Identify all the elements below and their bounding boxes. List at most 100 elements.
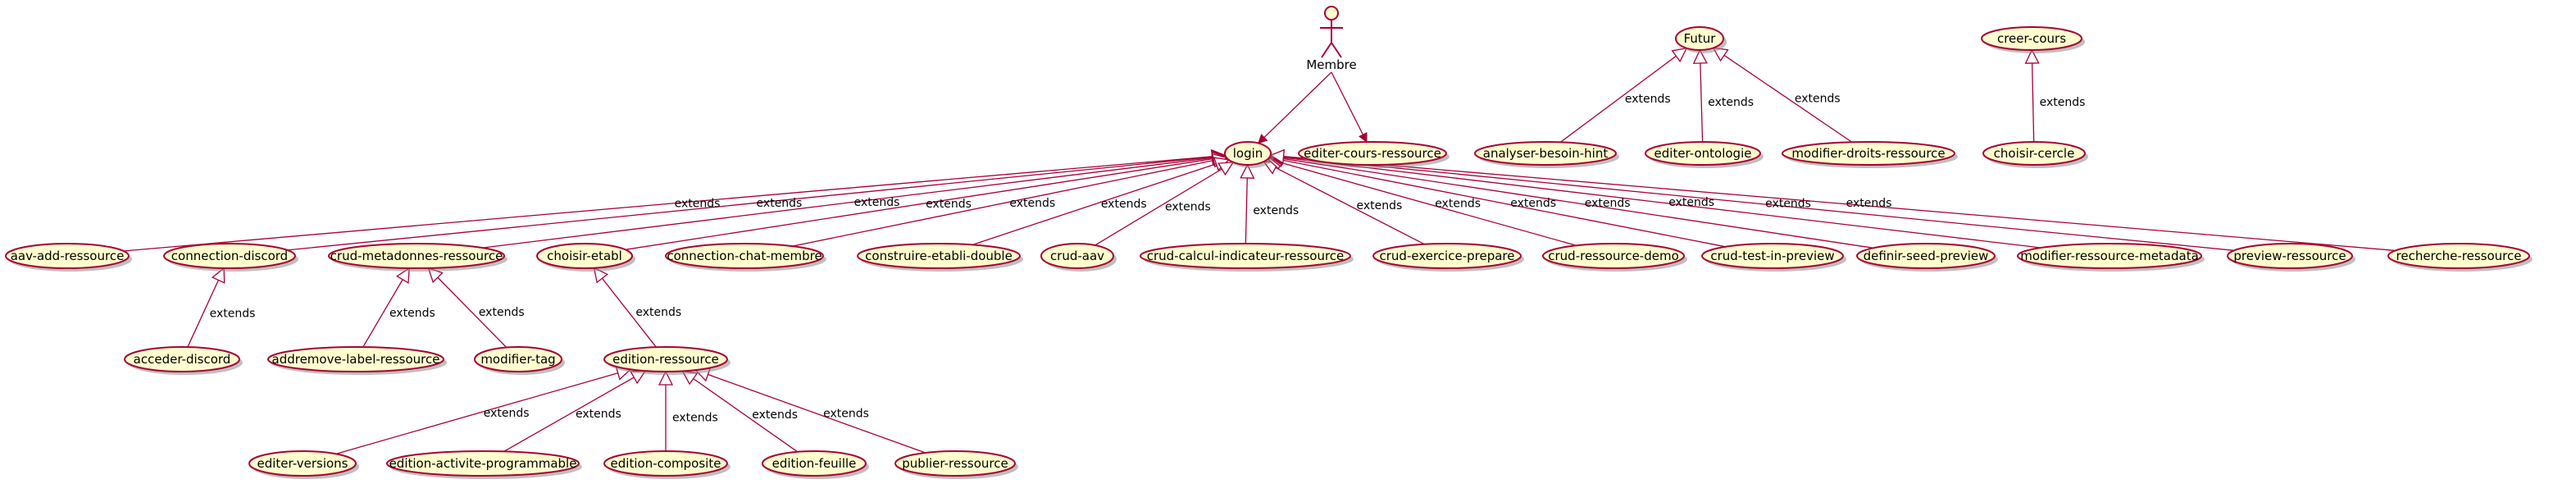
usecase-modifier-tag[interactable]: modifier-tag (474, 346, 565, 375)
extends-line (503, 377, 635, 452)
extends-line (625, 157, 1213, 250)
usecase-edition-activite-programmable[interactable]: edition-activite-programmable (386, 450, 582, 479)
usecase-addremove-label-ressource[interactable]: addremove-label-ressource (267, 346, 447, 375)
usecase-label: edition-ressource (612, 352, 719, 367)
usecase-ellipse[interactable] (1856, 243, 1996, 269)
usecase-ellipse[interactable] (1981, 26, 2082, 51)
usecase-crud-test-in-preview[interactable]: crud-test-in-preview (1701, 243, 1846, 272)
usecase-ellipse[interactable] (603, 450, 728, 477)
usecase-ellipse[interactable] (762, 450, 867, 477)
usecase-ellipse[interactable] (474, 346, 562, 372)
usecase-ellipse[interactable] (1474, 141, 1617, 166)
extends-line (1245, 177, 1248, 244)
usecase-label: crud-calcul-indicateur-ressource (1147, 249, 1345, 263)
usecase-ellipse[interactable] (857, 243, 1021, 269)
usecase-label: creer-cours (1997, 31, 2066, 46)
usecase-creer-cours[interactable]: creer-cours (1981, 26, 2085, 53)
usecase-ellipse[interactable] (1140, 243, 1351, 269)
usecase-label: addremove-label-ressource (272, 352, 440, 367)
usecase-ellipse[interactable] (1675, 26, 1724, 51)
usecase-ellipse[interactable] (267, 346, 444, 372)
usecase-choisir-cercle[interactable]: choisir-cercle (1982, 141, 2088, 168)
extends-line (482, 157, 1213, 249)
usecase-definir-seed-preview[interactable]: definir-seed-preview (1856, 243, 1998, 272)
usecase-acceder-discord[interactable]: acceder-discord (124, 346, 243, 375)
extends-line (1281, 159, 1726, 248)
usecase-edition-composite[interactable]: edition-composite (603, 450, 730, 479)
usecase-construire-etabli-double[interactable]: construire-etabli-double (857, 243, 1023, 272)
usecase-label: edition-activite-programmable (389, 456, 577, 471)
usecase-label: editer-versions (257, 456, 348, 471)
usecase-recherche-ressource[interactable]: recherche-ressource (2387, 243, 2533, 272)
edge-labels-layer: extends extends extends extends extends exten… (210, 92, 2086, 424)
usecase-ellipse[interactable] (2387, 243, 2530, 269)
usecase-choisir-etabl[interactable]: choisir-etabl (536, 243, 635, 272)
usecase-ellipse[interactable] (5, 243, 130, 269)
extends-edge (1269, 148, 2396, 252)
usecase-modifier-ressource-metadata[interactable]: modifier-ressource-metadata (2017, 243, 2205, 272)
extends-label: extends (1795, 92, 1841, 105)
generalization-arrowhead (1671, 47, 1688, 62)
usecase-futur[interactable]: Futur (1675, 26, 1727, 53)
extends-edge (1095, 162, 1235, 246)
extends-label: extends (1708, 96, 1754, 109)
extends-label: extends (1765, 197, 1811, 210)
generalization-arrowhead (658, 370, 674, 386)
extends-line (123, 156, 1213, 252)
extends-edge (1240, 163, 1255, 244)
usecase-ellipse[interactable] (1372, 243, 1522, 269)
usecase-ellipse[interactable] (386, 450, 580, 477)
usecase-ellipse[interactable] (1224, 141, 1272, 166)
extends-line (187, 280, 220, 348)
usecase-ellipse[interactable] (1298, 141, 1447, 166)
usecase-analyser-besoin-hint[interactable]: analyser-besoin-hint (1474, 141, 1619, 168)
usecase-ellipse[interactable] (1645, 141, 1761, 166)
usecase-label: crud-aav (1050, 249, 1104, 263)
usecase-ellipse[interactable] (1701, 243, 1844, 269)
usecase-crud-exercice-prepare[interactable]: crud-exercice-prepare (1372, 243, 1524, 272)
usecase-editer-ontologie[interactable]: editer-ontologie (1645, 141, 1764, 168)
usecase-modifier-droits-ressource[interactable]: modifier-droits-ressource (1782, 141, 1958, 168)
usecase-publier-ressource[interactable]: publier-ressource (894, 450, 1018, 479)
usecase-ellipse[interactable] (1542, 243, 1685, 269)
usecase-ellipse[interactable] (124, 346, 240, 372)
usecase-connection-chat-membre[interactable]: connection-chat-membre (665, 243, 826, 272)
extends-line (1723, 54, 1853, 143)
usecase-crud-metadonnes-ressource[interactable]: crud-metadonnes-ressource (328, 243, 507, 272)
usecase-label: crud-metadonnes-ressource (330, 249, 503, 263)
usecase-aav-add-ressource[interactable]: aav-add-ressource (5, 243, 132, 272)
usecase-ellipse[interactable] (894, 450, 1016, 477)
usecase-ellipse[interactable] (1982, 141, 2086, 166)
usecase-crud-calcul-indicateur-ressource[interactable]: crud-calcul-indicateur-ressource (1140, 243, 1354, 272)
usecase-editer-versions[interactable]: editer-versions (248, 450, 359, 479)
extends-line (1283, 156, 2235, 251)
usecase-label: aav-add-ressource (11, 249, 125, 263)
usecase-crud-ressource-demo[interactable]: crud-ressource-demo (1542, 243, 1687, 272)
usecase-preview-ressource[interactable]: preview-ressource (2227, 243, 2355, 272)
extends-line (708, 373, 926, 454)
generalization-arrowhead (593, 267, 608, 284)
usecase-ellipse[interactable] (2227, 243, 2353, 269)
usecase-connection-discord[interactable]: connection-discord (163, 243, 298, 272)
extends-label: extends (479, 306, 525, 319)
usecase-edition-ressource[interactable]: edition-ressource (603, 346, 730, 375)
usecase-ellipse[interactable] (1040, 243, 1114, 269)
usecase-crud-aav[interactable]: crud-aav (1040, 243, 1117, 272)
usecase-login[interactable]: login (1224, 141, 1274, 168)
usecase-ellipse[interactable] (163, 243, 296, 269)
extends-label: extends (484, 407, 530, 420)
usecase-ellipse[interactable] (536, 243, 633, 269)
extends-label: extends (1625, 93, 1671, 106)
usecase-edition-feuille[interactable]: edition-feuille (762, 450, 869, 479)
extends-label: extends (389, 307, 435, 320)
extends-label: extends (1435, 198, 1481, 211)
usecase-ellipse[interactable] (665, 243, 824, 269)
usecase-ellipse[interactable] (328, 243, 505, 269)
association-edge (1258, 71, 1332, 144)
usecase-ellipse[interactable] (2017, 243, 2202, 269)
usecase-ellipse[interactable] (1782, 141, 1955, 166)
usecase-ellipse[interactable] (248, 450, 357, 477)
actor-membre[interactable]: Membre (1306, 6, 1357, 72)
usecase-ellipse[interactable] (603, 346, 728, 372)
usecase-editer-cours-ressource[interactable]: editer-cours-ressource (1298, 141, 1450, 168)
